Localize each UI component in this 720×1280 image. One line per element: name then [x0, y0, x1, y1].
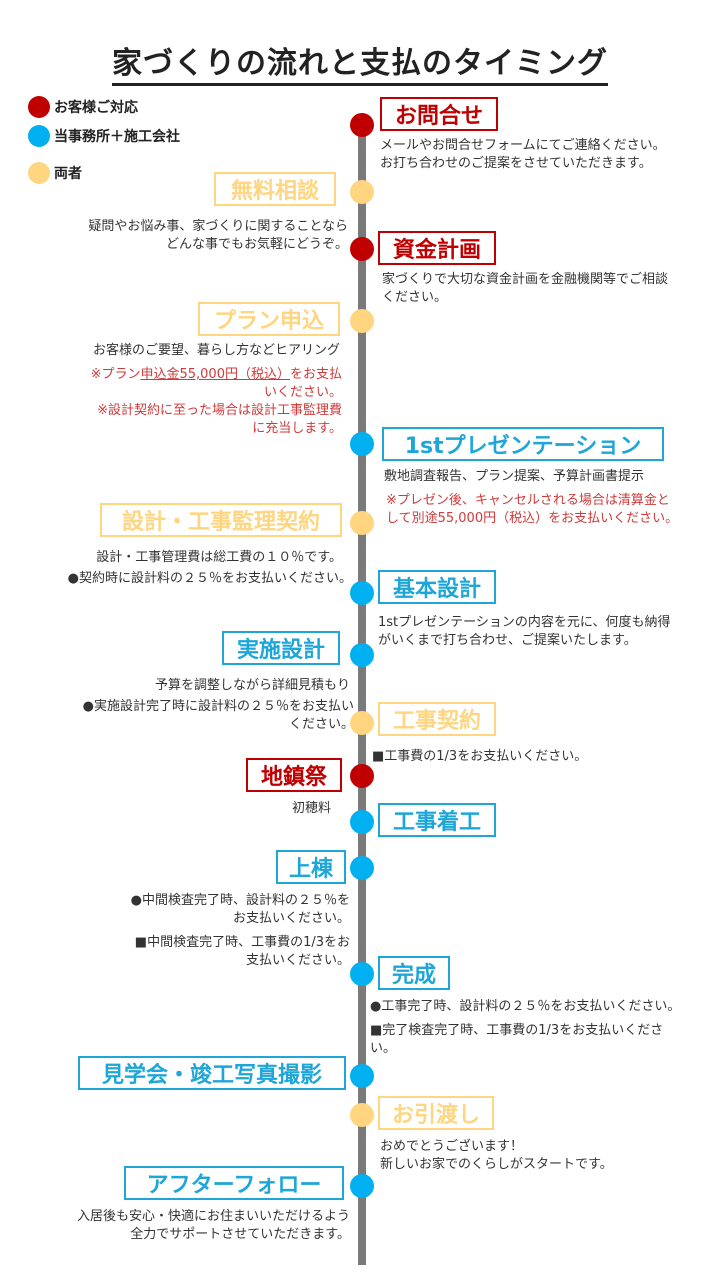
completion-construction-payment: ■完了検査完了時、工事費の1/3をお支払いくださ い。	[370, 1023, 664, 1056]
step-ground-ceremony: 地鎮祭	[246, 758, 342, 792]
framework-design-payment: ●中間検査完了時、設計料の２５％を お支払いください。	[130, 893, 350, 926]
timeline-node-both	[350, 180, 374, 204]
yellow-dot-icon	[28, 162, 50, 184]
step-detail-design-desc: 予算を調整しながら詳細見積もり	[154, 678, 350, 693]
legend-both: 両者	[28, 162, 82, 184]
step-basic-design-desc: 1stプレゼンテーションの内容を元に、何度も納得 がいくまで打ち合わせ、ご提案い…	[378, 615, 671, 648]
step-presentation: 1stプレゼンテーション	[382, 427, 664, 461]
detail-design-payment: ●実施設計完了時に設計料の２５％をお支払い ください。	[82, 699, 354, 732]
step-framework: 上棟	[276, 850, 346, 884]
legend-customer: お客様ご対応	[28, 96, 138, 118]
timeline-node-office	[350, 810, 374, 834]
step-construction-contract: 工事契約	[378, 702, 496, 736]
step-ground-ceremony-desc: 初穂料	[292, 801, 332, 816]
timeline-node-office	[350, 643, 374, 667]
plan-credit-note: ※設計契約に至った場合は設計工事監理費 に充当します。	[97, 403, 342, 436]
step-completion: 完成	[378, 956, 450, 990]
timeline-node-customer	[350, 237, 374, 261]
timeline-node-both	[350, 511, 374, 535]
timeline-node-office	[350, 856, 374, 880]
blue-dot-icon	[28, 125, 50, 147]
step-presentation-desc: 敷地調査報告、プラン提案、予算計画書提示	[384, 469, 645, 484]
presentation-cancel-note: ※プレゼン後、キャンセルされる場合は清算金と して別途55,000円（税込）をお…	[386, 493, 679, 526]
timeline-node-office	[350, 1174, 374, 1198]
framework-construction-payment: ■中間検査完了時、工事費の1/3をお 支払いください。	[134, 935, 350, 968]
step-detail-design: 実施設計	[222, 631, 340, 665]
legend-office: 当事務所＋施工会社	[28, 125, 180, 147]
step-plan-apply: プラン申込	[198, 302, 340, 336]
timeline-line	[358, 120, 366, 1265]
legend-label: 当事務所＋施工会社	[54, 129, 180, 145]
step-free-consult-desc: 疑問やお悩み事、家づくりに関することなら どんな事でもお気軽にどうぞ。	[88, 219, 348, 252]
page-title: 家づくりの流れと支払のタイミング	[0, 38, 720, 86]
legend-label: お客様ご対応	[54, 100, 138, 116]
design-contract-payment: ●契約時に設計料の２５％をお支払いください。	[67, 571, 352, 586]
timeline-node-both	[350, 711, 374, 735]
plan-fee-note-pre: ※プラン	[90, 367, 141, 382]
timeline-node-customer	[350, 113, 374, 137]
step-plan-apply-desc: お客様のご要望、暮らし方などヒアリング	[92, 343, 340, 358]
step-tour: 見学会・竣工写真撮影	[78, 1056, 346, 1090]
timeline-node-customer	[350, 764, 374, 788]
legend-label: 両者	[54, 166, 82, 182]
completion-design-payment: ●工事完了時、設計料の２５％をお支払いください。	[370, 999, 681, 1014]
step-inquiry-desc: メールやお問合せフォームにてご連絡ください。 お打ち合わせのご提案をさせていただ…	[380, 138, 666, 171]
timeline-node-office	[350, 962, 374, 986]
step-free-consult: 無料相談	[214, 172, 336, 206]
step-fund-plan-desc: 家づくりで大切な資金計画を金融機関等でご相談 ください。	[382, 272, 669, 305]
timeline-node-office	[350, 432, 374, 456]
step-design-contract: 設計・工事監理契約	[100, 503, 342, 537]
step-after: アフターフォロー	[124, 1166, 344, 1200]
step-after-desc: 入居後も安心・快適にお住まいいただけるよう 全力でサポートさせていただきます。	[76, 1209, 350, 1242]
step-basic-design: 基本設計	[378, 570, 496, 604]
plan-fee-note: ※プラン申込金55,000円（税込）をお支払 いください。	[91, 366, 342, 402]
step-construction-start: 工事着工	[378, 803, 496, 837]
construction-contract-payment: ■工事費の1/3をお支払いください。	[372, 749, 588, 764]
plan-fee-note-post: をお支払 いください。	[263, 367, 342, 400]
step-design-contract-desc: 設計・工事管理費は総工費の１０％です。	[96, 550, 342, 565]
step-fund-plan: 資金計画	[378, 231, 496, 265]
timeline-node-both	[350, 309, 374, 333]
timeline-node-office	[350, 581, 374, 605]
red-dot-icon	[28, 96, 50, 118]
timeline-node-office	[350, 1064, 374, 1088]
plan-fee-amount: 申込金55,000円（税込）	[140, 367, 290, 382]
step-handover: お引渡し	[378, 1096, 494, 1130]
step-inquiry: お問合せ	[380, 97, 498, 131]
step-handover-desc: おめでとうございます！ 新しいお家でのくらしがスタートです。	[380, 1139, 613, 1172]
timeline-node-both	[350, 1103, 374, 1127]
